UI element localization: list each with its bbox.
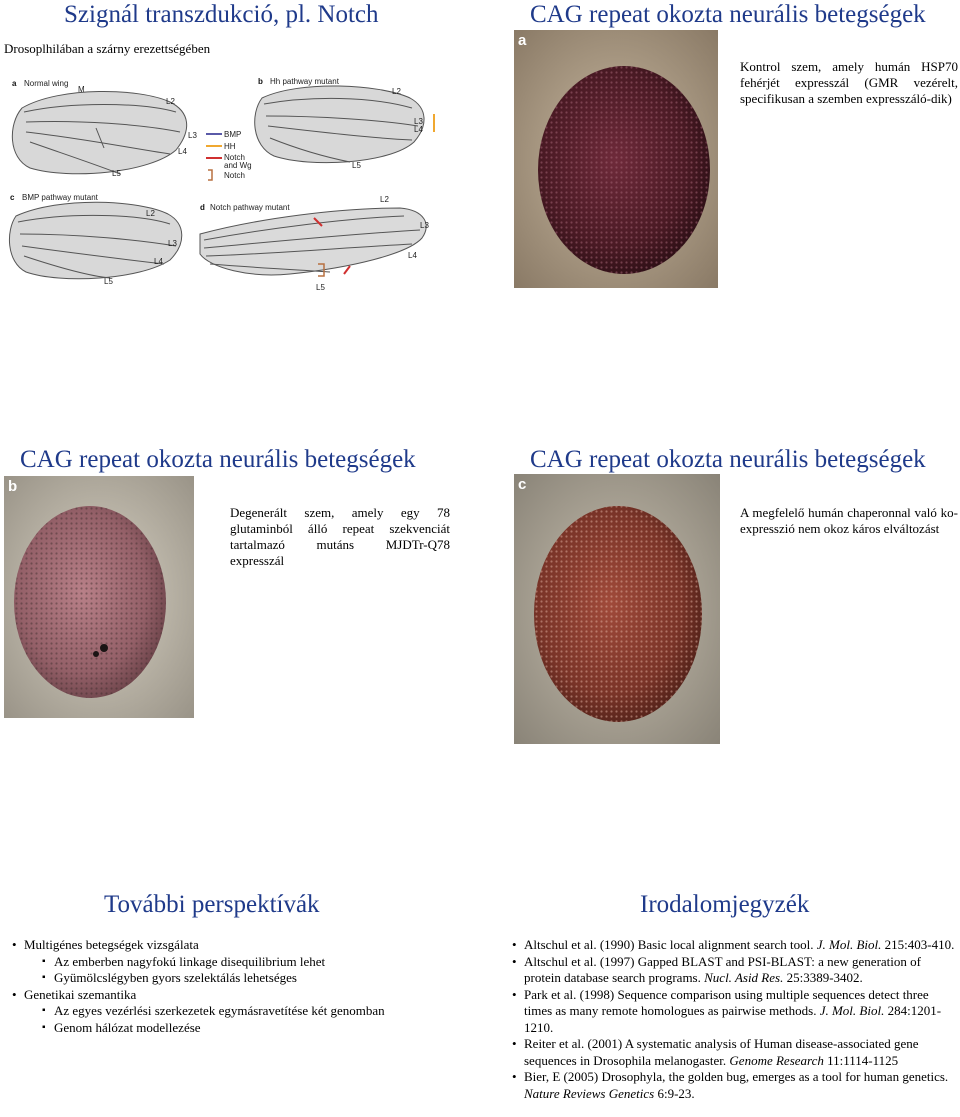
vein-label-l3-b: L3	[414, 117, 423, 126]
vein-label-l2-b: L2	[392, 87, 401, 96]
list-item: Altschul et al. (1997) Gapped BLAST and …	[512, 954, 958, 987]
vein-label-l4-d: L4	[408, 251, 417, 260]
vein-label-l3-c: L3	[168, 239, 177, 248]
vein-label-l4: L4	[178, 147, 187, 156]
slide4-title: CAG repeat okozta neurális betegségek	[530, 446, 926, 473]
legend-bmp: BMP	[224, 130, 241, 139]
vein-label-m: M	[78, 85, 85, 94]
list-item: Az egyes vezérlési szerkezetek egymásrav…	[12, 1003, 452, 1020]
panel-a-title: Normal wing	[24, 79, 68, 88]
list-item: Reiter et al. (2001) A systematic analys…	[512, 1036, 958, 1069]
slide3-title: CAG repeat okozta neurális betegségek	[20, 446, 416, 473]
panel-c-letter: c	[10, 193, 15, 202]
vein-label-l3-d: L3	[420, 221, 429, 230]
eye-image-rescued: c	[514, 474, 720, 744]
slide1-subtitle: Drosoplhilában a szárny erezettségében	[4, 41, 211, 56]
vein-label-l3: L3	[188, 131, 197, 140]
list-item: Altschul et al. (1990) Basic local align…	[512, 937, 958, 954]
legend-hh: HH	[224, 142, 236, 151]
vein-label-l2-c: L2	[146, 209, 155, 218]
vein-label-l5-b: L5	[352, 161, 361, 170]
slide3-caption: Degenerált szem, amely egy 78 glutaminbó…	[230, 505, 450, 568]
eye-image-control: a	[514, 30, 718, 288]
list-item: Az emberben nagyfokú linkage disequilibr…	[12, 954, 452, 971]
slide2-title: CAG repeat okozta neurális betegségek	[530, 1, 926, 28]
list-item: Park et al. (1998) Sequence comparison u…	[512, 987, 958, 1037]
panel-b-title: Hh pathway mutant	[270, 77, 340, 86]
vein-label-l2-d: L2	[380, 195, 389, 204]
panel-letter-b: b	[8, 478, 18, 495]
vein-label-l4-c: L4	[154, 257, 163, 266]
wing-panel-hh: b Hh pathway mutant L2 L3 L4 L5	[254, 77, 435, 170]
panel-letter-c: c	[518, 476, 527, 493]
panel-d-letter: d	[200, 203, 205, 212]
list-item: Gyümölcslégyben gyors szelektálás lehets…	[12, 970, 452, 987]
legend-notch: Notch	[224, 171, 245, 180]
legend-notch-wg-2: and Wg	[224, 161, 252, 170]
panel-d-title: Notch pathway mutant	[210, 203, 290, 212]
wing-panel-normal: a Normal wing M L2 L3 L4 L5	[11, 79, 197, 178]
slide4-caption: A megfelelő humán chaperonnal való ko-ex…	[740, 505, 958, 536]
perspectives-list: Multigénes betegségek vizsgálata Az embe…	[12, 937, 452, 1036]
panel-c-title: BMP pathway mutant	[22, 193, 99, 202]
wing-panel-bmp: c BMP pathway mutant L2 L3 L4 L5	[8, 193, 183, 286]
list-item: Genom hálózat modellezése	[12, 1020, 452, 1037]
vein-label-l5-c: L5	[104, 277, 113, 286]
wing-figure: a Normal wing M L2 L3 L4 L5 BMP HH Notch…	[8, 77, 435, 292]
panel-b-letter: b	[258, 77, 263, 86]
slide5-title: További perspektívák	[104, 891, 320, 918]
list-item: Genetikai szemantika	[12, 987, 452, 1004]
panel-letter-a: a	[518, 32, 527, 49]
vein-label-l2: L2	[166, 97, 175, 106]
eye-image-degenerated: b	[4, 476, 194, 718]
vein-label-l4-b: L4	[414, 125, 423, 134]
wing-panel-notch: d Notch pathway mutant L2 L3 L4 L5	[199, 195, 429, 292]
list-item: Bier, E (2005) Drosophyla, the golden bu…	[512, 1069, 958, 1102]
list-item: Multigénes betegségek vizsgálata	[12, 937, 452, 954]
pathway-legend: BMP HH Notch and Wg Notch	[206, 130, 252, 181]
legend-notch-wg-1: Notch	[224, 153, 245, 162]
vein-label-l5-d: L5	[316, 283, 325, 292]
slide6-title: Irodalomjegyzék	[640, 891, 810, 918]
slide1-title: Szignál transzdukció, pl. Notch	[64, 1, 379, 28]
panel-a-letter: a	[12, 79, 17, 88]
references-list: Altschul et al. (1990) Basic local align…	[512, 937, 958, 1102]
slide2-caption: Kontrol szem, amely humán HSP70 fehérjét…	[740, 59, 958, 106]
vein-label-l5: L5	[112, 169, 121, 178]
